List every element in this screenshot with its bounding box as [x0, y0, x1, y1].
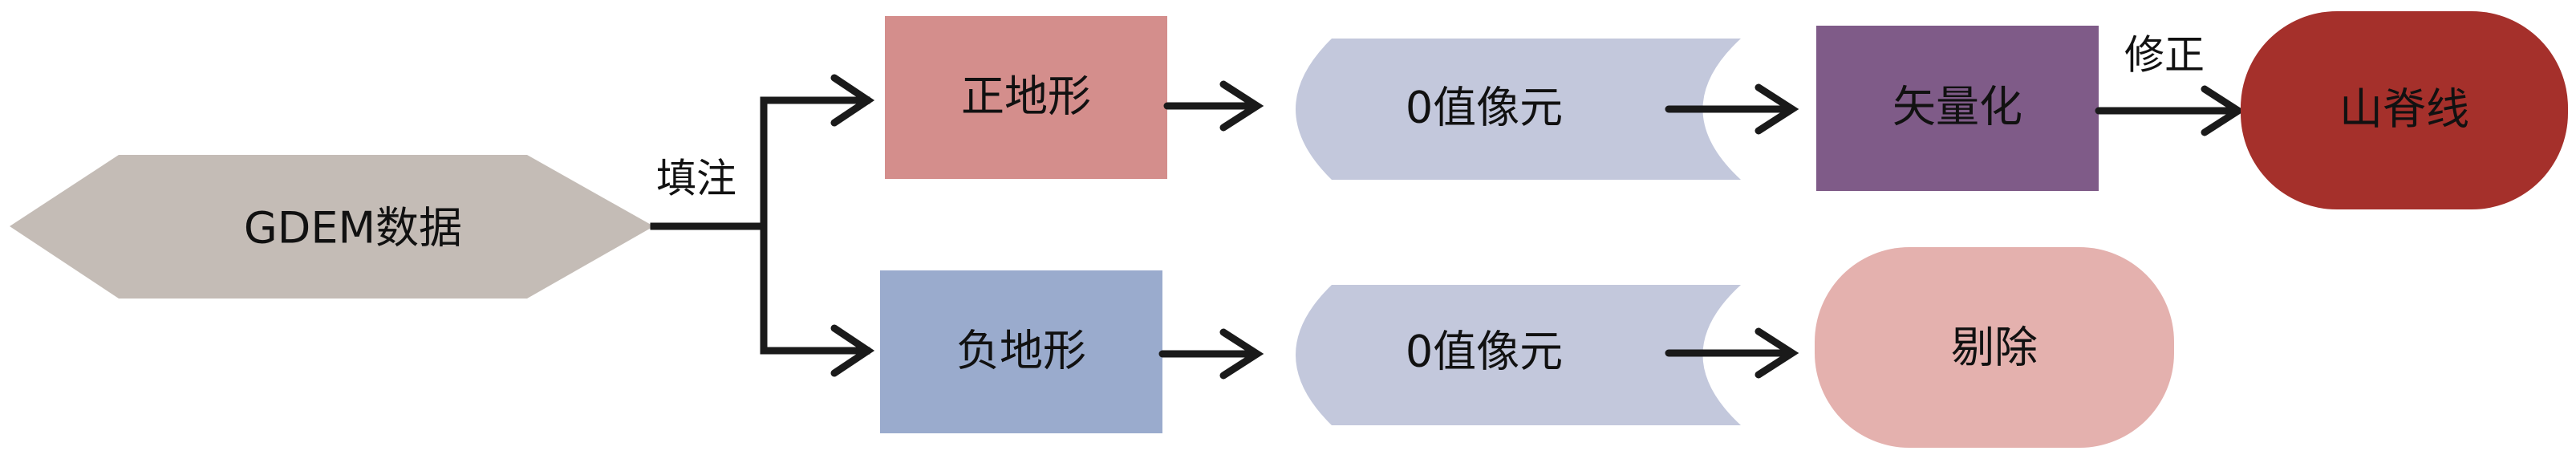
branch-arrowheads: [830, 74, 875, 377]
branch-connector: [650, 96, 870, 355]
gdem-data-shape: [10, 155, 654, 299]
ridge-line-node: 山脊线: [2241, 11, 2568, 209]
pixel-to-vectorize-arrowhead: [1755, 83, 1799, 135]
vectorize-label: 矢量化: [1892, 82, 2022, 132]
remove-label: 剔除: [1951, 323, 2038, 373]
ridge-line-label: 山脊线: [2339, 84, 2469, 135]
positive-terrain-node: 正地形: [885, 16, 1167, 179]
vectorize-shape: [1816, 26, 2099, 191]
negative-terrain-shape: [880, 270, 1162, 433]
remove-shape: [1815, 247, 2174, 448]
pixel-to-remove-arrowhead: [1755, 327, 1799, 379]
vectorize-to-ridge-arrowhead: [2201, 85, 2245, 136]
pixel-outgoing-arrows: [1665, 83, 1799, 379]
gdem-data-node: GDEM数据: [10, 155, 654, 299]
remove-node: 剔除: [1815, 247, 2174, 448]
arrowhead-to-positive: [830, 74, 875, 127]
negative-terrain-node: 负地形: [880, 270, 1162, 433]
zero-pixel-bottom-label: 0值像元: [1406, 327, 1563, 377]
positive-to-pixel-arrowhead: [1219, 80, 1264, 132]
gdem-data-label: GDEM数据: [244, 203, 462, 254]
positive-terrain-label: 正地形: [961, 71, 1091, 122]
fill-edge-label: 填注: [656, 156, 736, 202]
negative-terrain-label: 负地形: [956, 326, 1086, 376]
zero-pixel-top-label: 0值像元: [1406, 83, 1563, 133]
arrowhead-to-negative: [830, 324, 875, 377]
vectorize-to-ridge-arrow: [2095, 85, 2245, 136]
negative-to-pixel-arrowhead: [1219, 328, 1264, 380]
positive-terrain-shape: [885, 16, 1167, 179]
zero-pixel-bottom-node: 0值像元: [1296, 285, 1741, 425]
terrain-to-pixel-arrows: [1158, 80, 1264, 380]
correct-edge-label: 修正: [2124, 32, 2205, 79]
zero-pixel-top-shape: [1296, 39, 1741, 180]
zero-pixel-bottom-shape: [1296, 285, 1741, 425]
vectorize-node: 矢量化: [1816, 26, 2099, 191]
ridge-line-shape: [2241, 11, 2568, 209]
zero-pixel-top-node: 0值像元: [1296, 39, 1741, 180]
